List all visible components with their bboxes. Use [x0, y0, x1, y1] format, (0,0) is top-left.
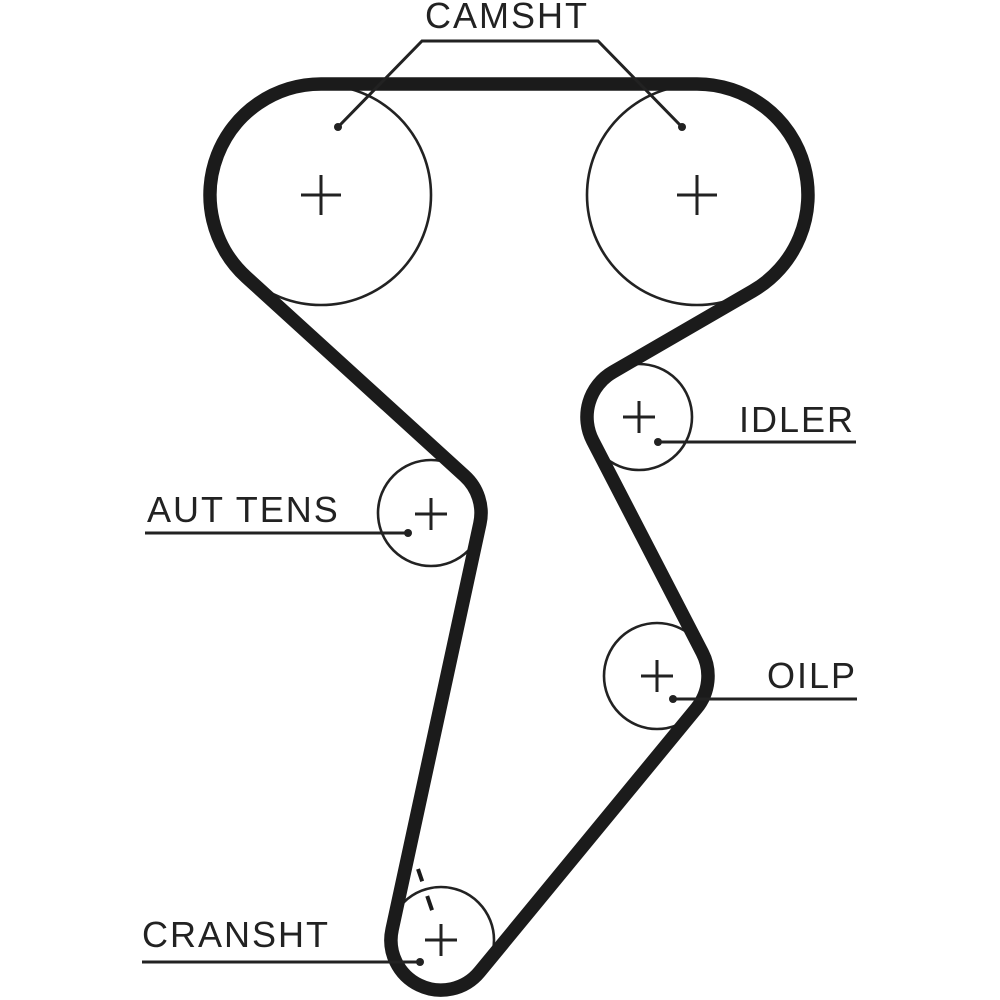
camshaft-left-leader-dot: [334, 123, 342, 131]
auto-tensioner-leader-dot: [404, 529, 412, 537]
crankshaft-timing-mark: [416, 868, 435, 914]
crankshaft-label: CRANSHT: [142, 914, 330, 955]
camshaft-label: CAMSHT: [425, 0, 589, 36]
crankshaft-center-icon: [425, 924, 457, 956]
idler-label: IDLER: [739, 399, 855, 440]
camshaft-left-center-icon: [301, 175, 341, 215]
pulleys: [209, 83, 809, 995]
camshaft-leader: [336, 39, 684, 129]
leader-lines: [142, 39, 857, 966]
auto-tensioner-label: AUT TENS: [147, 489, 340, 530]
auto-tensioner-center-icon: [415, 498, 447, 530]
crankshaft-leader-dot: [416, 958, 424, 966]
timing-belt: [203, 77, 815, 997]
center-marks: [301, 175, 717, 956]
oil-pump-label: OILP: [767, 655, 857, 696]
oil-pump-center-icon: [641, 660, 673, 692]
camshaft-right-leader-dot: [678, 123, 686, 131]
oil-pump-leader-dot: [669, 695, 677, 703]
idler-leader-dot: [654, 438, 662, 446]
idler-center-icon: [623, 401, 655, 433]
camshaft-right-center-icon: [677, 175, 717, 215]
labels: CAMSHT IDLER OILP AUT TENS CRANSHT: [142, 0, 857, 955]
